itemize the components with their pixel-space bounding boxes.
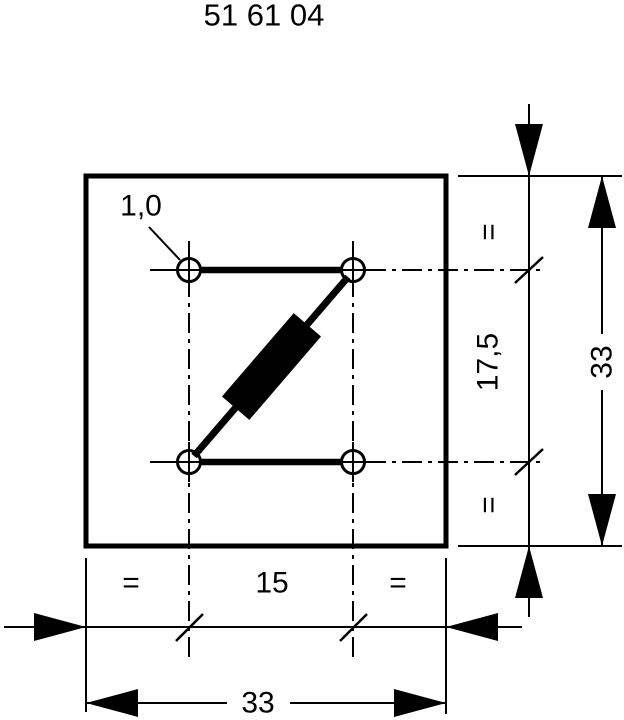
- bottom-dimensions: = 15 = 33: [4, 558, 522, 720]
- conductor-traces: [200, 266, 342, 466]
- part-number-title: 51 61 04: [204, 0, 325, 33]
- dim-equal-bottom-label: =: [473, 496, 506, 514]
- arrowhead-right-icon: [394, 689, 446, 717]
- dim-equal-right-label: =: [389, 567, 407, 600]
- dim-tick-icon: [514, 256, 544, 284]
- right-dimensions: = 17,5 = 33: [458, 104, 622, 617]
- dim-tick-icon: [339, 613, 368, 642]
- dim-horizontal-pitch-label: 15: [255, 567, 288, 600]
- component-body: [221, 313, 322, 420]
- component: [191, 274, 351, 459]
- hole-diameter-label: 1,0: [120, 190, 162, 223]
- hole-diameter-callout: 1,0: [120, 190, 181, 261]
- dim-tick-icon: [175, 613, 204, 642]
- arrowhead-down-icon: [515, 124, 543, 176]
- mounting-holes: [169, 250, 373, 482]
- arrowhead-right-icon: [34, 613, 86, 641]
- dim-overall-width-label: 33: [241, 687, 274, 720]
- dim-overall-height-label: 33: [586, 345, 619, 378]
- arrowhead-down-icon: [588, 494, 616, 546]
- pcb-outline: [83, 173, 449, 549]
- center-lines: [150, 241, 545, 658]
- dim-equal-top-label: =: [473, 223, 506, 241]
- dim-vertical-pitch-label: 17,5: [472, 333, 505, 391]
- dim-equal-left-label: =: [122, 567, 140, 600]
- arrowhead-up-icon: [515, 546, 543, 598]
- arrowhead-left-icon: [446, 613, 498, 641]
- leader-line: [148, 226, 181, 261]
- dim-tick-icon: [514, 448, 544, 476]
- arrowhead-left-icon: [86, 689, 138, 717]
- arrowhead-up-icon: [588, 176, 616, 228]
